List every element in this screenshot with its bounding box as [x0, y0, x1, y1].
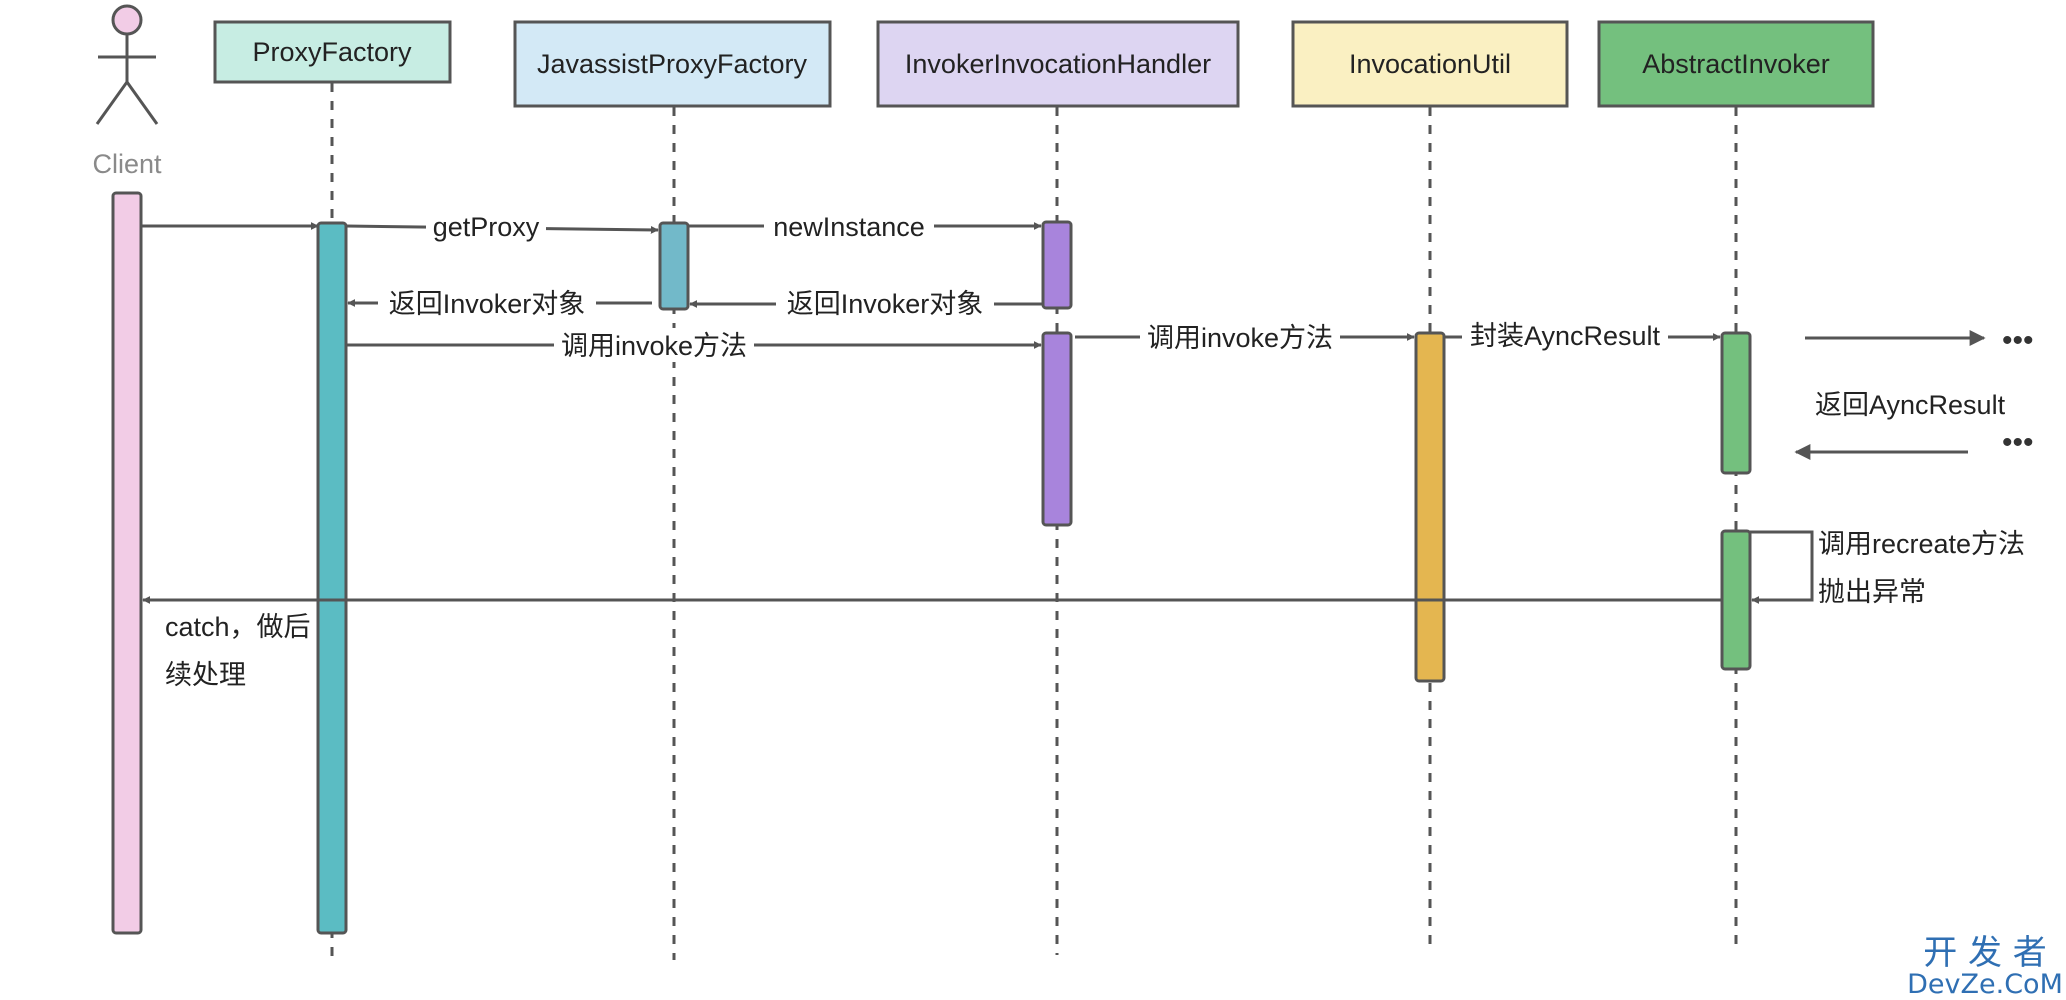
msg-label-call-invoke-2: 调用invoke方法	[1147, 323, 1333, 353]
activation-client	[111, 191, 143, 935]
ellipsis-outgoing: •••	[2002, 324, 2034, 357]
activation-proxy-factory	[316, 221, 348, 935]
activation-abstract-invoker-1	[1720, 331, 1752, 475]
msg-label-get-proxy: getProxy	[433, 212, 540, 242]
msg-label-return-invoker-2: 返回Invoker对象	[787, 289, 984, 319]
actor-client	[95, 4, 159, 125]
participant-label-abstract-invoker: AbstractInvoker	[1642, 49, 1830, 79]
activation-util	[1414, 331, 1446, 683]
participant-label-javassist: JavassistProxyFactory	[537, 49, 808, 79]
msg-label-throw-exception: 抛出异常	[1818, 577, 1926, 607]
ellipsis-incoming: •••	[2002, 426, 2034, 459]
participant-label-util: InvocationUtil	[1349, 49, 1511, 79]
watermark-line1: 开 发 者	[1923, 933, 2047, 973]
participant-label-handler: InvokerInvocationHandler	[905, 49, 1211, 79]
participant-label-proxy-factory: ProxyFactory	[252, 37, 412, 67]
actor-label-client: Client	[92, 149, 162, 179]
msg-label-call-recreate: 调用recreate方法	[1818, 529, 2025, 559]
msg-label-return-invoker-1: 返回Invoker对象	[389, 289, 586, 319]
arrow-call-recreate	[1750, 530, 1814, 604]
note-catch-line1: catch，做后	[165, 612, 311, 642]
participant-box-javassist	[513, 20, 832, 108]
participant-box-util	[1291, 20, 1569, 108]
msg-label-new-instance: newInstance	[773, 212, 925, 242]
participant-box-handler	[876, 20, 1240, 108]
msg-label-call-invoke-1: 调用invoke方法	[561, 331, 747, 361]
participant-box-abstract-invoker	[1597, 20, 1875, 108]
activation-handler-2	[1041, 331, 1073, 527]
activation-javassist	[658, 221, 690, 311]
activation-handler-1	[1041, 220, 1073, 310]
activation-abstract-invoker-2	[1720, 529, 1752, 671]
note-catch-line2: 续处理	[165, 660, 246, 690]
watermark-line2: DevZe.CoM	[1907, 969, 2063, 1000]
participant-box-proxy-factory	[213, 20, 452, 84]
msg-label-wrap-async: 封装AyncResult	[1470, 321, 1661, 351]
actor-head	[111, 4, 143, 36]
msg-label-return-async: 返回AyncResult	[1815, 390, 2006, 420]
